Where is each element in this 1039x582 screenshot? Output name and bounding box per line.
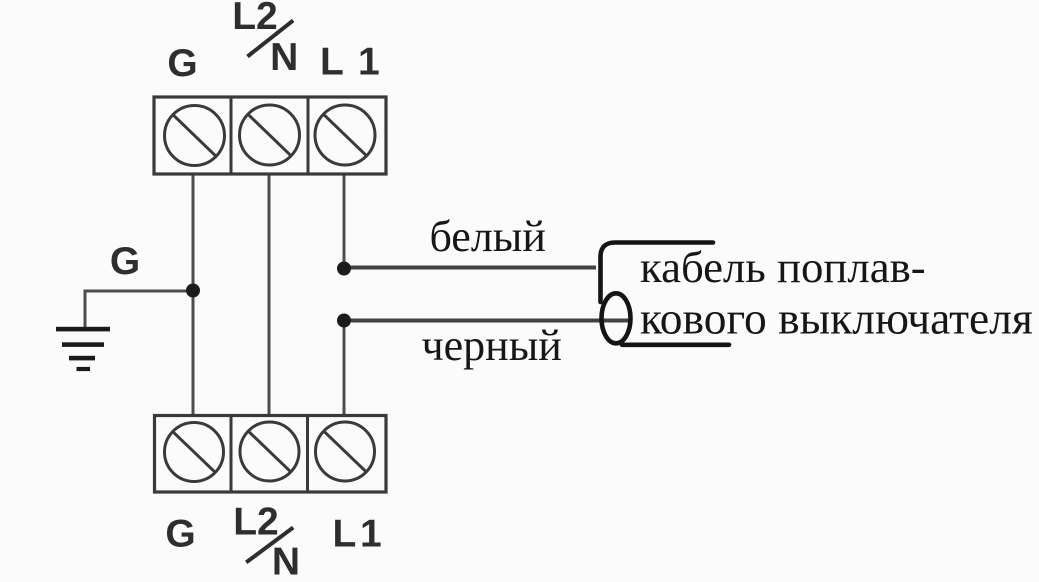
svg-text:L2: L2	[233, 501, 279, 544]
svg-text:1: 1	[360, 513, 382, 556]
svg-text:G: G	[165, 513, 195, 556]
svg-text:черный: черный	[422, 321, 562, 370]
svg-text:L: L	[320, 41, 344, 84]
svg-text:кабель поплав-: кабель поплав-	[640, 242, 926, 292]
svg-text:G: G	[167, 42, 197, 85]
svg-text:1: 1	[358, 41, 380, 84]
svg-text:N: N	[272, 540, 300, 582]
svg-text:L2: L2	[232, 0, 278, 38]
svg-text:N: N	[270, 36, 298, 79]
svg-text:G: G	[110, 240, 140, 283]
svg-text:L: L	[333, 513, 357, 556]
svg-text:кового выключателя: кового выключателя	[640, 293, 1033, 344]
svg-text:белый: белый	[430, 212, 546, 261]
